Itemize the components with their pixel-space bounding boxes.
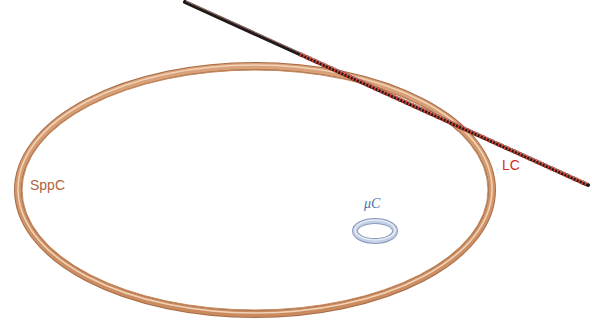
lc-label: LC (502, 158, 520, 173)
sppc-label: SppC (30, 178, 65, 193)
muc-label: μC (364, 196, 380, 211)
lc-linac (185, 1, 588, 185)
sppc-ring (18, 65, 492, 314)
muc-ring (355, 220, 395, 241)
